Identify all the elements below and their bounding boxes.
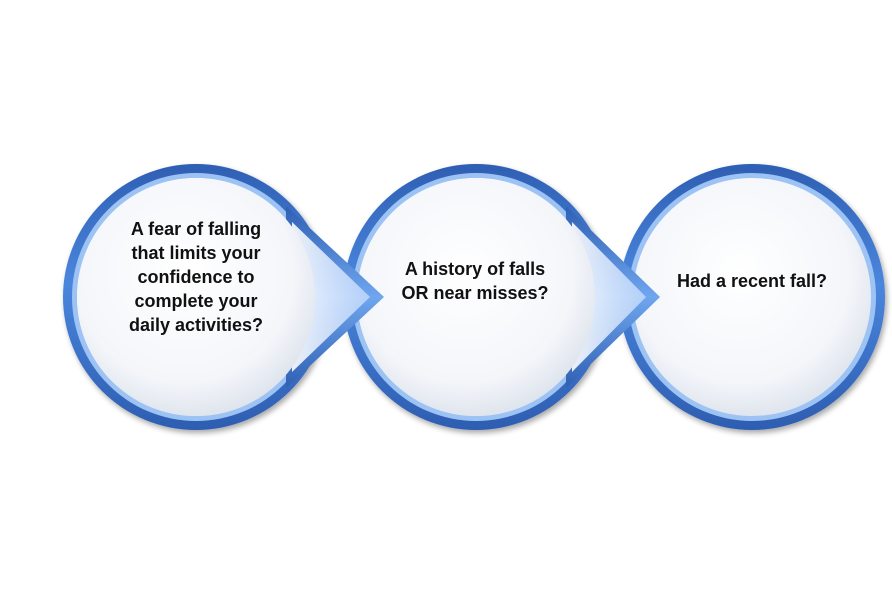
step-label-1: A fear of falling that limits your confi…: [128, 219, 264, 335]
step-label-3: Had a recent fall?: [676, 271, 828, 291]
arrow-1-to-2: [77, 178, 384, 416]
step-label-2: A history of falls OR near misses?: [401, 259, 549, 303]
arrow-2-to-3: [357, 178, 660, 416]
step-circle-3: [619, 164, 885, 430]
